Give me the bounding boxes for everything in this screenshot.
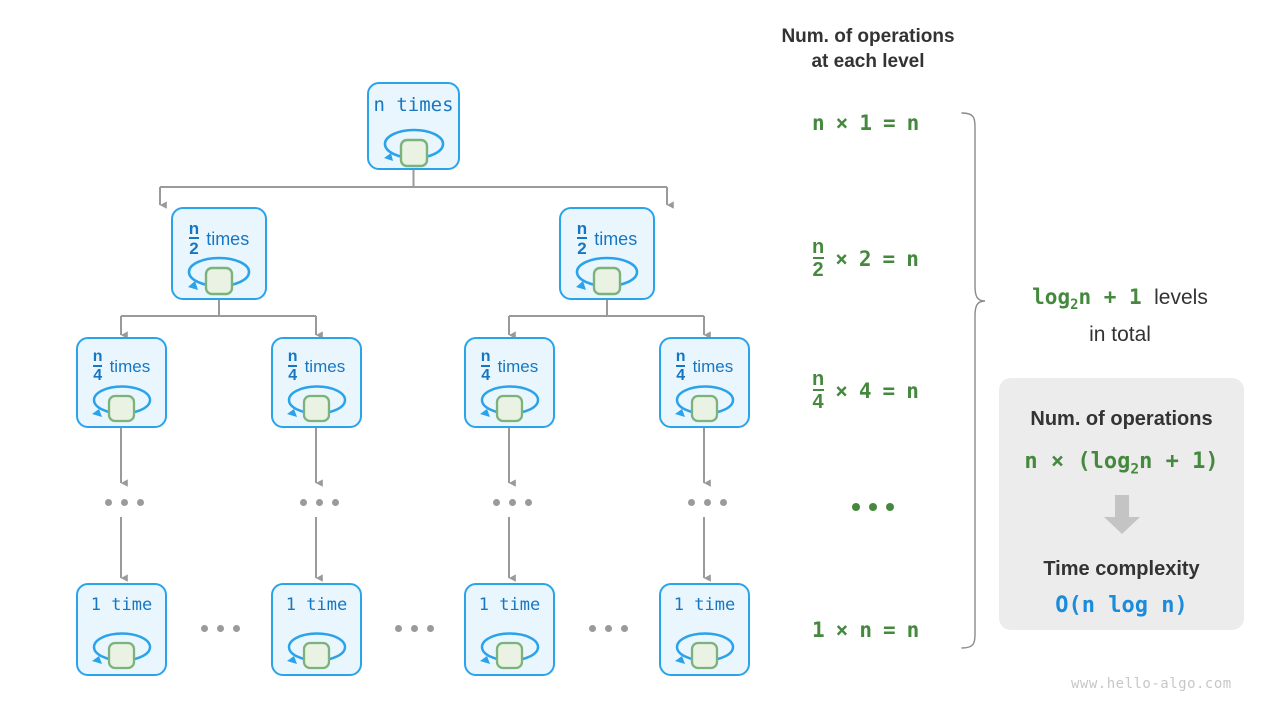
- ops-l1-result: n: [906, 111, 920, 135]
- vertical-ellipsis-1: [105, 499, 144, 506]
- horizontal-ellipsis-3: [589, 625, 628, 632]
- tree-node-l3-2: n 4 times: [271, 337, 362, 428]
- card-formula-subscript: 2: [1130, 461, 1140, 478]
- summary-card: Num. of operations n × (log2n + 1) Time …: [999, 378, 1244, 630]
- card-operations-formula: n × (log2n + 1): [1024, 449, 1219, 478]
- ops-l1-left: n: [812, 111, 825, 135]
- node-l2-label: times: [206, 228, 250, 249]
- times-sign: ×: [835, 111, 849, 135]
- tree-node-l2-1: n 2 times: [171, 207, 267, 300]
- down-arrow-icon: [1099, 491, 1145, 542]
- node-fraction: n 4: [480, 348, 491, 384]
- loop-icon: [273, 380, 360, 425]
- equals-sign: =: [882, 618, 896, 642]
- levels-suffix: levels: [1154, 286, 1208, 309]
- node-fraction: n 4: [675, 348, 686, 384]
- times-sign: ×: [835, 246, 848, 271]
- equals-sign: =: [882, 246, 896, 271]
- vertical-ellipsis-4: [688, 499, 727, 506]
- node-l3-label: times: [109, 357, 151, 376]
- node-leaf-label: 1 time: [90, 595, 153, 615]
- ops-column-title-line1: Num. of operations: [781, 26, 955, 47]
- ops-ellipsis: [852, 503, 894, 511]
- loop-icon: [561, 252, 653, 298]
- card-complexity-value: O(n log n): [1055, 593, 1188, 619]
- loop-icon: [466, 627, 553, 672]
- vertical-ellipsis-2: [300, 499, 339, 506]
- tree-node-leaf-4: 1 time: [659, 583, 750, 676]
- loop-icon: [661, 380, 748, 425]
- tree-node-l3-3: n 4 times: [464, 337, 555, 428]
- horizontal-ellipsis-2: [395, 625, 434, 632]
- ops-l2-result: n: [906, 246, 919, 271]
- node-fraction: n 2: [188, 219, 200, 258]
- tree-node-l2-2: n 2 times: [559, 207, 655, 300]
- ops-l2-mult: 2: [858, 246, 872, 271]
- ops-line-level-last: 1 × n = n: [812, 618, 919, 642]
- times-sign: ×: [835, 378, 848, 403]
- card-heading-complexity: Time complexity: [1043, 558, 1200, 581]
- loop-icon: [273, 627, 360, 672]
- loop-icon: [466, 380, 553, 425]
- ops-column-title: Num. of operations at each level: [762, 24, 974, 74]
- tree-node-l3-4: n 4 times: [659, 337, 750, 428]
- horizontal-ellipsis-1: [201, 625, 240, 632]
- tree-node-l3-1: n 4 times: [76, 337, 167, 428]
- times-sign: ×: [835, 618, 849, 642]
- ops-l3-fraction: n 4: [812, 368, 825, 413]
- node-fraction: n 4: [287, 348, 298, 384]
- loop-icon: [78, 627, 165, 672]
- node-l2-label: times: [594, 228, 638, 249]
- tree-node-leaf-3: 1 time: [464, 583, 555, 676]
- tree-node-leaf-2: 1 time: [271, 583, 362, 676]
- loop-icon: [173, 252, 265, 298]
- tree-node-leaf-1: 1 time: [76, 583, 167, 676]
- loop-icon: [78, 380, 165, 425]
- card-heading-operations: Num. of operations: [1030, 408, 1213, 430]
- ops-line-level-3: n 4 × 4 = n: [812, 369, 919, 412]
- ops-l5-mult: n: [859, 618, 872, 642]
- ops-l2-fraction: n 2: [812, 236, 825, 281]
- equals-sign: =: [882, 111, 896, 135]
- node-leaf-label: 1 time: [478, 595, 541, 615]
- node-l3-label: times: [304, 357, 346, 376]
- node-fraction: n 4: [92, 348, 103, 384]
- levels-formula-subscript: 2: [1070, 297, 1079, 314]
- vertical-ellipsis-3: [493, 499, 532, 506]
- levels-annotation: log2n + 1 levels in total: [1000, 282, 1240, 350]
- tree-node-root: n times: [367, 82, 460, 170]
- ops-l3-result: n: [906, 378, 919, 403]
- ops-l5-result: n: [906, 618, 920, 642]
- node-l3-label: times: [692, 357, 734, 376]
- node-root-label: n times: [373, 94, 454, 116]
- ops-l1-mult: 1: [859, 111, 872, 135]
- ops-column-title-line2: at each level: [811, 51, 925, 72]
- ops-l5-left: 1: [812, 618, 825, 642]
- node-leaf-label: 1 time: [673, 595, 736, 615]
- levels-brace: [961, 112, 986, 649]
- ops-line-level-1: n × 1 = n: [812, 111, 919, 135]
- watermark: www.hello-algo.com: [1071, 676, 1232, 692]
- ops-l3-mult: 4: [858, 378, 872, 403]
- levels-second-line: in total: [1089, 323, 1151, 347]
- loop-icon: [369, 124, 458, 168]
- node-fraction: n 2: [576, 219, 588, 258]
- node-leaf-label: 1 time: [285, 595, 348, 615]
- node-l3-label: times: [497, 357, 539, 376]
- loop-icon: [661, 627, 748, 672]
- equals-sign: =: [882, 378, 896, 403]
- ops-line-level-2: n 2 × 2 = n: [812, 237, 919, 280]
- levels-formula: log2n + 1: [1032, 285, 1142, 314]
